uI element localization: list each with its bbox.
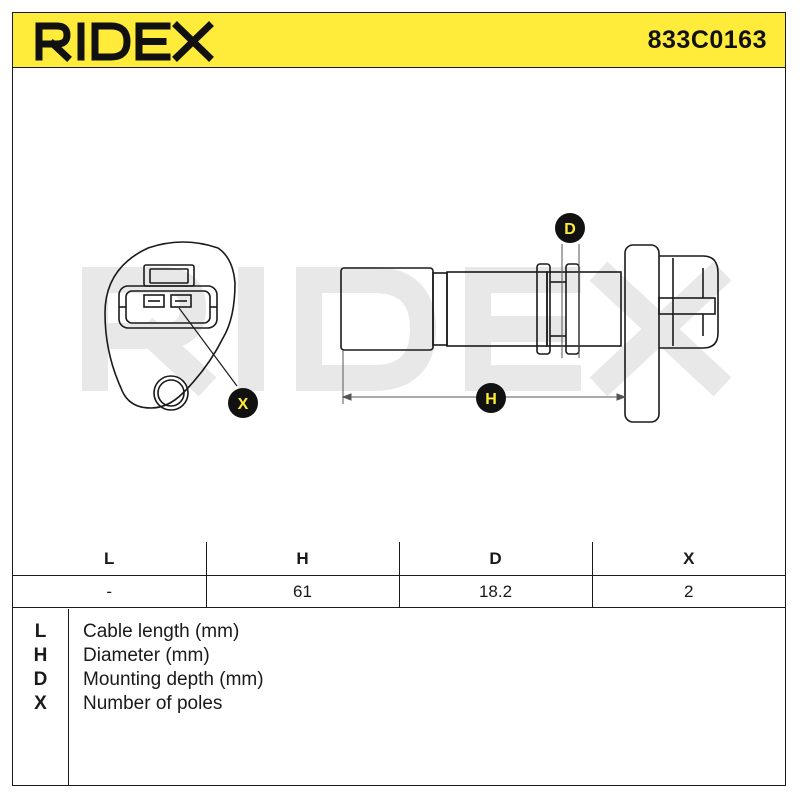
spec-value-h: 61 bbox=[206, 575, 400, 608]
legend-item: H Diameter (mm) bbox=[13, 645, 785, 669]
header-bar: 833C0163 bbox=[13, 13, 785, 68]
spec-header-l: L bbox=[13, 542, 207, 576]
dimension-d bbox=[561, 244, 580, 358]
legend-description: Mounting depth (mm) bbox=[83, 669, 264, 690]
callout-x-label: X bbox=[238, 396, 249, 413]
technical-drawing: X bbox=[13, 68, 785, 541]
legend-key: D bbox=[33, 669, 48, 690]
legend-key: H bbox=[33, 645, 48, 666]
legend-description: Number of poles bbox=[83, 693, 223, 714]
legend-key: X bbox=[34, 693, 47, 714]
spec-value-l: - bbox=[13, 575, 207, 608]
callout-h: H bbox=[476, 383, 506, 413]
sensor-side-view bbox=[340, 244, 719, 423]
datasheet: 833C0163 bbox=[12, 12, 786, 786]
connector-end-view bbox=[104, 241, 238, 411]
brand-logo bbox=[31, 17, 231, 68]
legend-item: D Mounting depth (mm) bbox=[13, 669, 785, 693]
brand-logo-graphic bbox=[35, 21, 214, 62]
callout-x: X bbox=[228, 388, 258, 418]
spec-value-d: 18.2 bbox=[399, 575, 593, 608]
spec-header-d: D bbox=[399, 542, 593, 576]
callout-d-label: D bbox=[564, 221, 576, 238]
legend-description: Diameter (mm) bbox=[83, 645, 210, 666]
legend-item: L Cable length (mm) bbox=[13, 621, 785, 645]
spec-table: L H D X - 61 18.2 2 bbox=[13, 542, 785, 608]
spec-header-h: H bbox=[206, 542, 400, 576]
legend-description: Cable length (mm) bbox=[83, 621, 240, 642]
spec-value-x: 2 bbox=[592, 575, 785, 608]
spec-header-x: X bbox=[592, 542, 785, 576]
legend-item: X Number of poles bbox=[13, 693, 785, 717]
legend: L Cable length (mm) H Diameter (mm) D Mo… bbox=[13, 609, 785, 785]
callout-h-label: H bbox=[485, 391, 497, 408]
spec-table-value-row: - 61 18.2 2 bbox=[13, 575, 785, 608]
legend-key: L bbox=[34, 621, 47, 642]
sensor-drawing: X bbox=[82, 213, 732, 423]
callout-d: D bbox=[555, 213, 585, 243]
legend-divider bbox=[68, 609, 69, 785]
part-number: 833C0163 bbox=[647, 26, 767, 54]
spec-table-header-row: L H D X bbox=[13, 542, 785, 576]
